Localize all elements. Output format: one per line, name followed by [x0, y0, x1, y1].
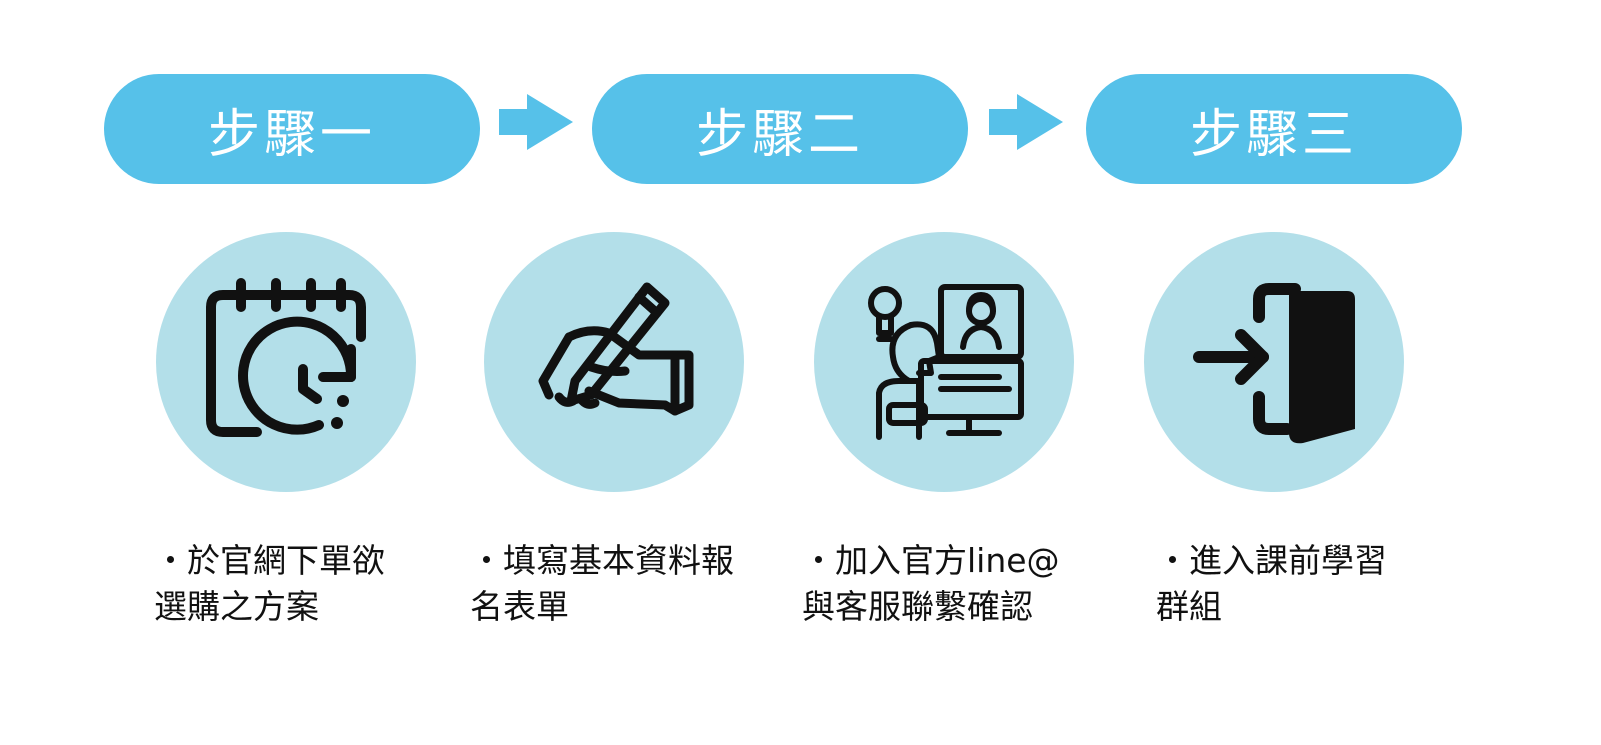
- customer-service-computer-icon: [868, 284, 1024, 440]
- step-1-line-2: 選購之方案: [154, 587, 319, 626]
- step-2-title: 步驟二: [695, 104, 864, 165]
- step-3-pill: 步驟三: [1086, 74, 1462, 184]
- step-3-title: 步驟三: [1189, 104, 1358, 165]
- hand-writing-pen-icon: [538, 282, 694, 416]
- step-4-description: ・進入課前學習 群組: [1156, 538, 1387, 630]
- step-2-pill: 步驟二: [592, 74, 968, 184]
- enter-door-icon: [1193, 283, 1355, 444]
- step-3-icon-circle: [814, 232, 1074, 492]
- step-2-line-2: 名表單: [470, 587, 569, 626]
- step-3-description: ・加入官方line@ 與客服聯繫確認: [802, 538, 1060, 630]
- step-2-icon-circle: [484, 232, 744, 492]
- step-3-line-1: ・加入官方line@: [802, 541, 1060, 580]
- step-1-pill: 步驟一: [104, 74, 480, 184]
- arrow-right-icon: [499, 94, 573, 150]
- step-1-line-1: ・於官網下單欲: [154, 541, 385, 580]
- step-4-line-2: 群組: [1156, 587, 1222, 626]
- step-1-icon-circle: [156, 232, 416, 492]
- step-4-line-1: ・進入課前學習: [1156, 541, 1387, 580]
- calendar-clock-icon: [206, 278, 366, 437]
- step-4-icon-circle: [1144, 232, 1404, 492]
- step-3-line-2: 與客服聯繫確認: [802, 587, 1033, 626]
- step-2-line-1: ・填寫基本資料報: [470, 541, 734, 580]
- arrow-right-icon: [989, 94, 1063, 150]
- step-1-title: 步驟一: [207, 104, 376, 165]
- step-2-description: ・填寫基本資料報 名表單: [470, 538, 734, 630]
- step-1-description: ・於官網下單欲 選購之方案: [154, 538, 385, 630]
